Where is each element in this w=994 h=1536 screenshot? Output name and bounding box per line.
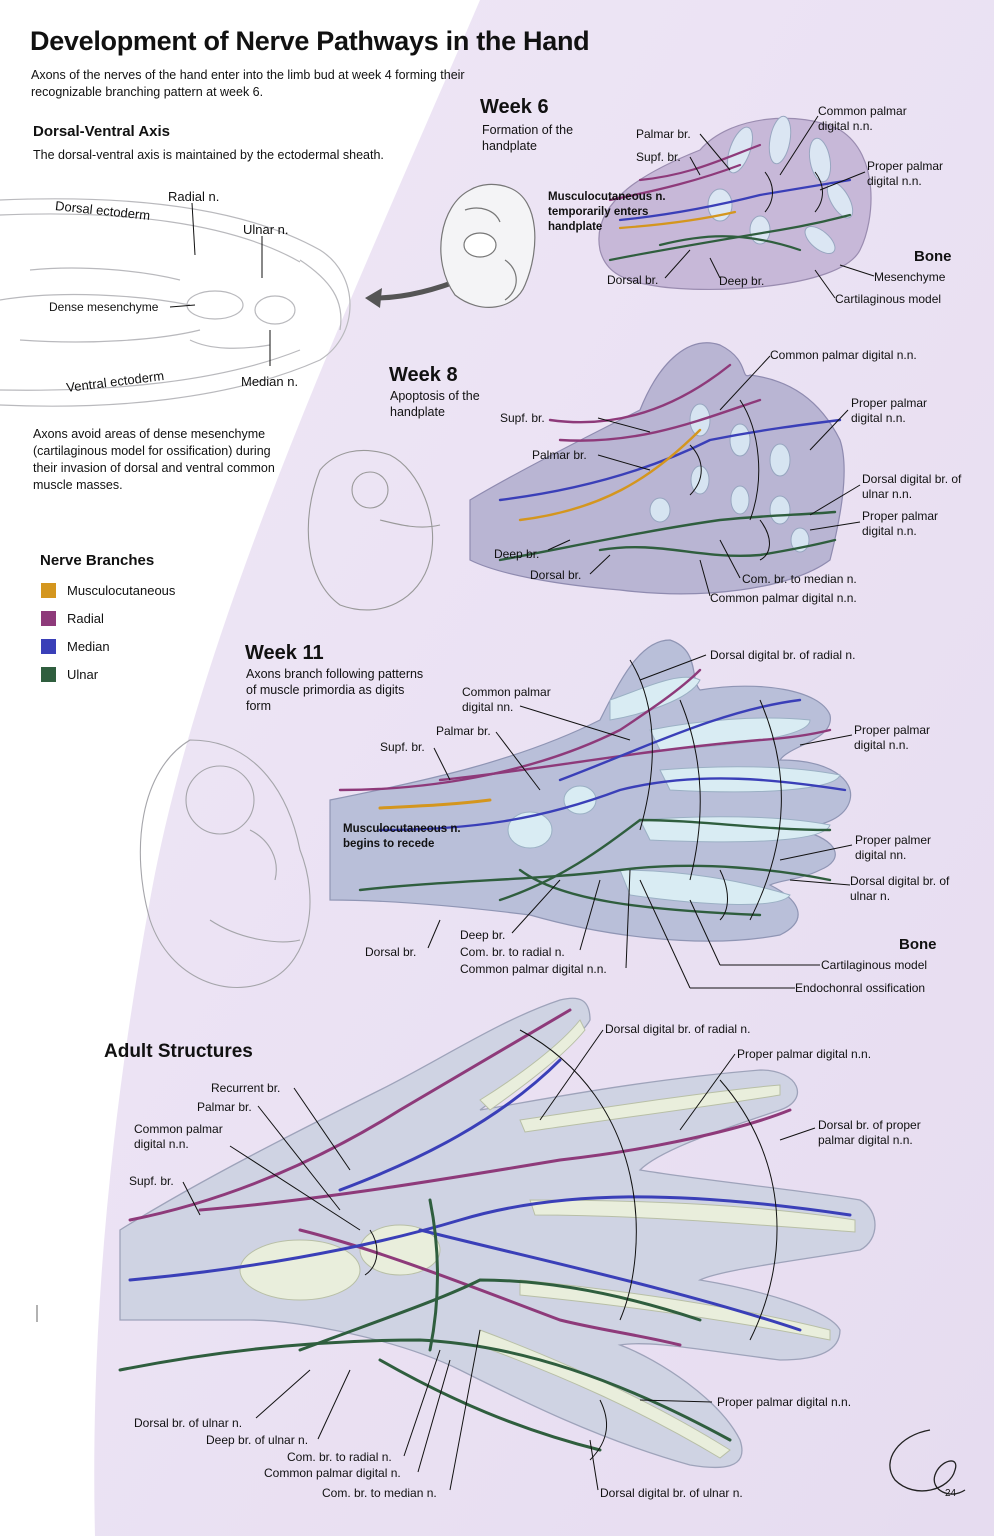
label-radial-n: Radial n. <box>168 189 220 204</box>
w6-label-common-palmar: Common palmar digital n.n. <box>818 104 907 133</box>
w8-label-palmar: Palmar br. <box>532 448 587 462</box>
w6-label-supf: Supf. br. <box>636 150 681 164</box>
w8-label-com-median: Com. br. to median n. <box>742 572 857 586</box>
legend-swatch-median <box>41 639 56 654</box>
adult-label-proper-palmar-bottom: Proper palmar digital n.n. <box>717 1395 852 1409</box>
artist-signature <box>889 1429 966 1495</box>
adult-label-dorsal-digital-radial: Dorsal digital br. of radial n. <box>605 1022 751 1036</box>
legend-swatch-musculocutaneous <box>41 583 56 598</box>
week8-subtitle: Apoptosis of the handplate <box>390 389 480 419</box>
w8-label-common-palmar-bottom: Common palmar digital n.n. <box>710 591 857 605</box>
w8-label-proper-palmar: Proper palmar digital n.n. <box>851 396 928 425</box>
label-dense-mesenchyme: Dense mesenchyme <box>49 300 159 314</box>
cross-section-sketch <box>0 198 351 407</box>
w6-label-bone: Bone <box>914 248 952 265</box>
w11-label-endochondral: Endochonral ossification <box>795 981 926 995</box>
week6-handplate <box>598 115 872 290</box>
w8-label-proper-palmar-2: Proper palmar digital n.n. <box>862 509 939 538</box>
w11-label-proper-palmar: Proper palmar digital n.n. <box>854 723 931 752</box>
w6-label-musculocutaneous: Musculocutaneous n. temporarily enters h… <box>548 191 666 233</box>
week8-title: Week 8 <box>389 364 458 386</box>
w8-label-dorsal: Dorsal br. <box>530 568 582 582</box>
w11-label-dorsal: Dorsal br. <box>365 945 417 959</box>
adult-label-common-palmar-2: Common palmar digital n. <box>264 1466 401 1480</box>
label-leaders <box>182 115 875 1491</box>
w6-label-mesenchyme: Mesenchyme <box>874 270 946 284</box>
adult-label-deep-ulnar: Deep br. of ulnar n. <box>206 1433 309 1447</box>
adult-label-com-radial: Com. br. to radial n. <box>287 1450 392 1464</box>
w6-label-dorsal: Dorsal br. <box>607 273 659 287</box>
week6-title: Week 6 <box>480 96 549 118</box>
label-median-n: Median n. <box>241 374 299 389</box>
w6-label-proper-palmar: Proper palmar digital n.n. <box>867 159 944 188</box>
w11-label-bone: Bone <box>899 936 937 953</box>
legend-swatch-ulnar <box>41 667 56 682</box>
cross-section-leaders <box>169 202 271 366</box>
adult-hand <box>118 997 876 1469</box>
page-title: Development of Nerve Pathways in the Han… <box>30 26 590 56</box>
w11-label-com-radial: Com. br. to radial n. <box>460 945 565 959</box>
w11-label-supf: Supf. br. <box>380 740 425 754</box>
week6-subtitle: Formation of the handplate <box>482 123 574 153</box>
w11-label-dorsal-digital-ulnar: Dorsal digital br. of ulnar n. <box>850 874 950 903</box>
w11-label-common-palmar: Common palmar digital nn. <box>462 685 551 714</box>
embryo-week6-sketch <box>440 183 536 308</box>
w6-label-palmar: Palmar br. <box>636 127 691 141</box>
legend-swatch-radial <box>41 611 56 626</box>
adult-label-supf: Supf. br. <box>129 1174 174 1188</box>
label-ulnar-n: Ulnar n. <box>243 222 289 237</box>
w11-label-cartilaginous: Cartilaginous model <box>821 958 928 972</box>
w11-label-proper-palmer: Proper palmer digital nn. <box>855 833 932 862</box>
adult-label-com-median: Com. br. to median n. <box>322 1486 437 1500</box>
legend-label-musculocutaneous: Musculocutaneous <box>67 583 176 598</box>
adult-label-recurrent: Recurrent br. <box>211 1081 281 1095</box>
week8-hand <box>469 342 845 595</box>
adult-label-dorsal-proper: Dorsal br. of proper palmar digital n.n. <box>818 1118 921 1147</box>
week11-subtitle: Axons branch following patterns of muscl… <box>246 667 424 713</box>
w11-label-deep: Deep br. <box>460 928 506 942</box>
w8-label-supf: Supf. br. <box>500 411 545 425</box>
w6-label-deep: Deep br. <box>719 274 765 288</box>
legend-label-median: Median <box>67 639 110 654</box>
w8-label-common-palmar-top: Common palmar digital n.n. <box>770 348 917 362</box>
w11-label-palmar: Palmar br. <box>436 724 491 738</box>
w11-label-dorsal-digital-radial: Dorsal digital br. of radial n. <box>710 648 856 662</box>
dorsal-ventral-heading: Dorsal-Ventral Axis <box>33 123 170 140</box>
legend-title: Nerve Branches <box>40 552 155 569</box>
w6-label-cartilaginous: Cartilaginous model <box>835 292 942 306</box>
legend-label-radial: Radial <box>67 611 104 626</box>
dorsal-ventral-text: The dorsal-ventral axis is maintained by… <box>33 148 384 162</box>
adult-title: Adult Structures <box>104 1041 253 1062</box>
legend-label-ulnar: Ulnar <box>67 667 99 682</box>
w11-label-common-palmar-2: Common palmar digital n.n. <box>460 962 607 976</box>
week11-title: Week 11 <box>245 642 324 664</box>
w8-label-dorsal-digital-ulnar: Dorsal digital br. of ulnar n.n. <box>862 472 962 501</box>
adult-label-common-palmar: Common palmar digital n.n. <box>134 1122 223 1151</box>
w8-label-deep: Deep br. <box>494 547 540 561</box>
fetus-week11-sketch <box>139 739 311 988</box>
signature-year: 24 <box>945 1488 957 1499</box>
adult-label-dorsal-digital-ulnar: Dorsal digital br. of ulnar n. <box>600 1486 743 1500</box>
adult-label-proper-palmar-top: Proper palmar digital n.n. <box>737 1047 872 1061</box>
week11-hand <box>329 639 852 942</box>
adult-label-palmar: Palmar br. <box>197 1100 252 1114</box>
adult-label-dorsal-ulnar: Dorsal br. of ulnar n. <box>134 1416 243 1430</box>
embryo-week8-sketch <box>307 449 441 611</box>
w11-label-musculocutaneous: Musculocutaneous n. begins to recede <box>343 823 461 850</box>
dense-mesenchyme-note: Axons avoid areas of dense mesenchyme (c… <box>33 427 275 492</box>
intro-text: Axons of the nerves of the hand enter in… <box>31 68 465 99</box>
